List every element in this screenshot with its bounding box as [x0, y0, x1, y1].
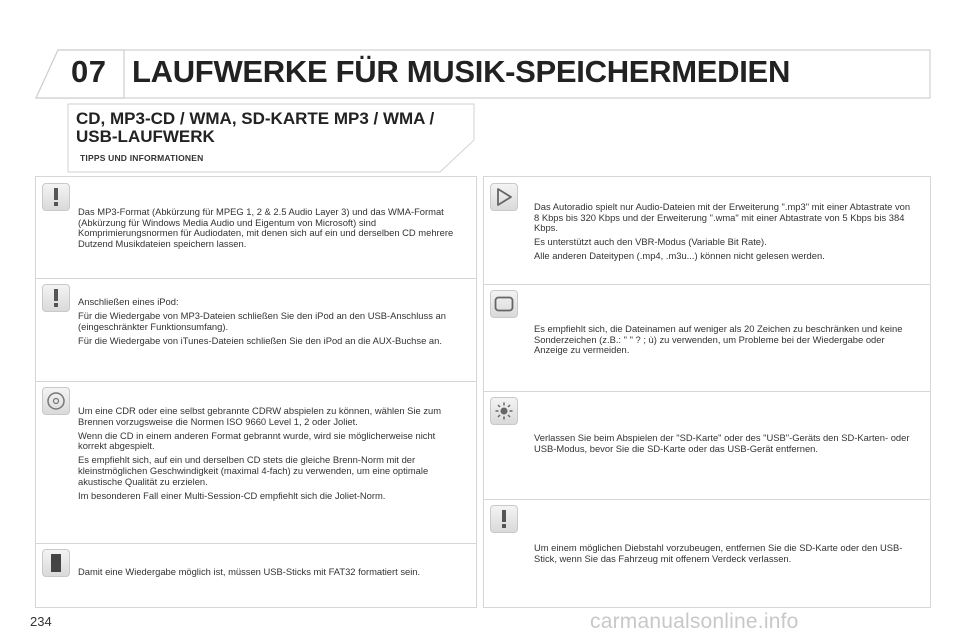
box-text: Um einem möglichen Diebstahl vorzubeugen… [534, 542, 903, 564]
info-box-mp3-format: Das MP3-Format (Abkürzung für MPEG 1, 2 … [36, 177, 476, 279]
box-text: Für die Wiedergabe von iTunes-Dateien sc… [78, 334, 442, 346]
exclamation-icon [42, 183, 70, 211]
section-title-line2: USB-LAUFWERK [76, 127, 215, 146]
box-text: Es unterstützt auch den VBR-Modus (Varia… [534, 236, 767, 248]
box-text: Das MP3-Format (Abkürzung für MPEG 1, 2 … [78, 206, 454, 249]
cd-icon [42, 387, 70, 415]
box-text: Anschließen eines iPod: [78, 296, 179, 307]
box-text: Um eine CDR oder eine selbst gebrannte C… [78, 405, 442, 427]
page-number: 234 [30, 614, 52, 629]
play-icon [490, 183, 518, 211]
right-column: Das Autoradio spielt nur Audio-Dateien m… [483, 176, 931, 608]
box-text: Für die Wiedergabe von MP3-Dateien schli… [78, 310, 446, 332]
info-box-cdr: Um eine CDR oder eine selbst gebrannte C… [36, 381, 476, 544]
section-subtitle: TIPPS UND INFORMATIONEN [80, 153, 204, 163]
chapter-title: LAUFWERKE FÜR MUSIK-SPEICHERMEDIEN [132, 54, 791, 89]
exclamation-icon [490, 505, 518, 533]
sun-icon [490, 397, 518, 425]
info-box-audio-formats: Das Autoradio spielt nur Audio-Dateien m… [484, 177, 930, 285]
box-text: Verlassen Sie beim Abspielen der "SD-Kar… [534, 432, 910, 454]
header-banner [35, 49, 931, 173]
info-box-ipod: Anschließen eines iPod: Für die Wiederga… [36, 278, 476, 382]
box-text: Das Autoradio spielt nur Audio-Dateien m… [534, 201, 911, 234]
watermark: carmanualsonline.info [590, 610, 799, 633]
box-text: Damit eine Wiedergabe möglich ist, müsse… [78, 566, 421, 577]
screen-icon [490, 290, 518, 318]
exclamation-icon [42, 284, 70, 312]
section-title-line1: CD, MP3-CD / WMA, SD-KARTE MP3 / WMA / [76, 109, 435, 128]
box-text: Es empfiehlt sich, auf ein und derselben… [78, 454, 429, 487]
usb-stick-icon [42, 549, 70, 577]
box-text: Alle anderen Dateitypen (.mp4, .m3u...) … [534, 250, 825, 262]
info-box-sd-removal: Verlassen Sie beim Abspielen der "SD-Kar… [484, 391, 930, 500]
info-box-usb-fat32: Damit eine Wiedergabe möglich ist, müsse… [36, 543, 476, 607]
section-title: CD, MP3-CD / WMA, SD-KARTE MP3 / WMA / U… [76, 110, 496, 146]
info-box-theft: Um einem möglichen Diebstahl vorzubeugen… [484, 499, 930, 607]
left-column: Das MP3-Format (Abkürzung für MPEG 1, 2 … [35, 176, 477, 608]
chapter-number: 07 [71, 54, 107, 89]
box-text: Wenn die CD in einem anderen Format gebr… [78, 429, 436, 452]
box-text: Im besonderen Fall einer Multi-Session-C… [78, 489, 386, 501]
box-text: Es empfiehlt sich, die Dateinamen auf we… [534, 323, 903, 356]
info-box-file-names: Es empfiehlt sich, die Dateinamen auf we… [484, 284, 930, 392]
